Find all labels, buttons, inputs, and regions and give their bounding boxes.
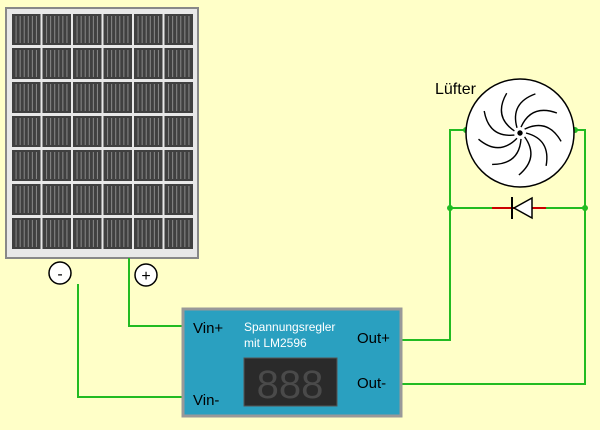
- fan-blade: [492, 138, 522, 166]
- wire-out-plus: [400, 129, 466, 341]
- solar-cell: [42, 150, 71, 181]
- solar-cell: [103, 116, 132, 147]
- solar-cell: [12, 116, 41, 147]
- solar-cell: [164, 48, 193, 79]
- voltage-regulator: Vin+ Vin- Out+ Out- Spannungsregler mit …: [181, 307, 403, 418]
- diode-triangle: [512, 196, 533, 220]
- fan-blade: [478, 137, 518, 149]
- vin-minus-label: Vin-: [193, 392, 219, 409]
- solar-cell: [164, 14, 193, 45]
- fan-blade: [524, 124, 562, 142]
- solar-cell: [12, 48, 41, 79]
- fan-blade: [500, 92, 515, 132]
- solar-cell: [134, 14, 163, 45]
- solar-cell: [103, 150, 132, 181]
- fan: Lüfter: [435, 78, 575, 188]
- terminal-minus-label: -: [57, 266, 62, 283]
- wire-fan-right: [575, 129, 586, 208]
- solar-cell: [103, 218, 132, 249]
- junction-dot: [582, 205, 588, 211]
- vin-plus-label: Vin+: [193, 320, 223, 337]
- solar-cell: [42, 184, 71, 215]
- solar-cell: [12, 14, 41, 45]
- solar-cell: [73, 218, 102, 249]
- solar-cell: [134, 150, 163, 181]
- solar-cell: [73, 82, 102, 113]
- out-plus-label: Out+: [357, 330, 390, 347]
- solar-cell: [73, 14, 102, 45]
- solar-cell: [134, 116, 163, 147]
- solar-cell: [73, 184, 102, 215]
- terminal-plus-label: +: [141, 268, 150, 285]
- fan-blade: [518, 136, 532, 176]
- solar-cell: [164, 218, 193, 249]
- solar-cell: [164, 82, 193, 113]
- solar-cell: [103, 184, 132, 215]
- diode: [511, 196, 533, 220]
- solar-cell: [42, 48, 71, 79]
- display-digits: 888: [257, 363, 324, 407]
- solar-panel-cells: [12, 14, 193, 249]
- solar-cell: [73, 48, 102, 79]
- solar-cell: [134, 48, 163, 79]
- solar-cell: [12, 82, 41, 113]
- terminal-minus: -: [48, 261, 72, 285]
- solar-panel: [5, 7, 199, 259]
- regulator-title-line1: Spannungsregler: [244, 320, 335, 334]
- fan-blade: [514, 93, 536, 128]
- seven-segment-display: [243, 357, 338, 407]
- fan-hub: [517, 130, 523, 136]
- solar-cell: [134, 82, 163, 113]
- solar-cell: [42, 14, 71, 45]
- solar-cell: [164, 184, 193, 215]
- solar-cell: [103, 14, 132, 45]
- fan-blade: [520, 109, 558, 128]
- solar-cell: [134, 218, 163, 249]
- solar-cell: [73, 116, 102, 147]
- regulator-title-line2: mit LM2596: [244, 336, 307, 350]
- solar-cell: [42, 82, 71, 113]
- fan-blades: [478, 92, 562, 176]
- solar-cell: [164, 116, 193, 147]
- fan-blade: [483, 110, 515, 136]
- solar-cell: [73, 150, 102, 181]
- out-minus-label: Out-: [357, 375, 386, 392]
- fan-label: Lüfter: [435, 81, 477, 98]
- solar-cell: [164, 150, 193, 181]
- wire-vin-plus: [128, 258, 185, 327]
- junction-dot: [447, 205, 453, 211]
- solar-cell: [12, 184, 41, 215]
- wire-vin-minus: [77, 284, 185, 398]
- solar-cell: [12, 218, 41, 249]
- wire-out-minus: [400, 207, 586, 385]
- solar-cell: [103, 48, 132, 79]
- solar-cell: [42, 116, 71, 147]
- solar-cell: [12, 150, 41, 181]
- fan-blade: [525, 132, 548, 167]
- terminal-plus: +: [134, 263, 158, 287]
- solar-cell: [103, 82, 132, 113]
- solar-cell: [42, 218, 71, 249]
- junction-dots: [447, 127, 588, 211]
- solar-cell: [134, 184, 163, 215]
